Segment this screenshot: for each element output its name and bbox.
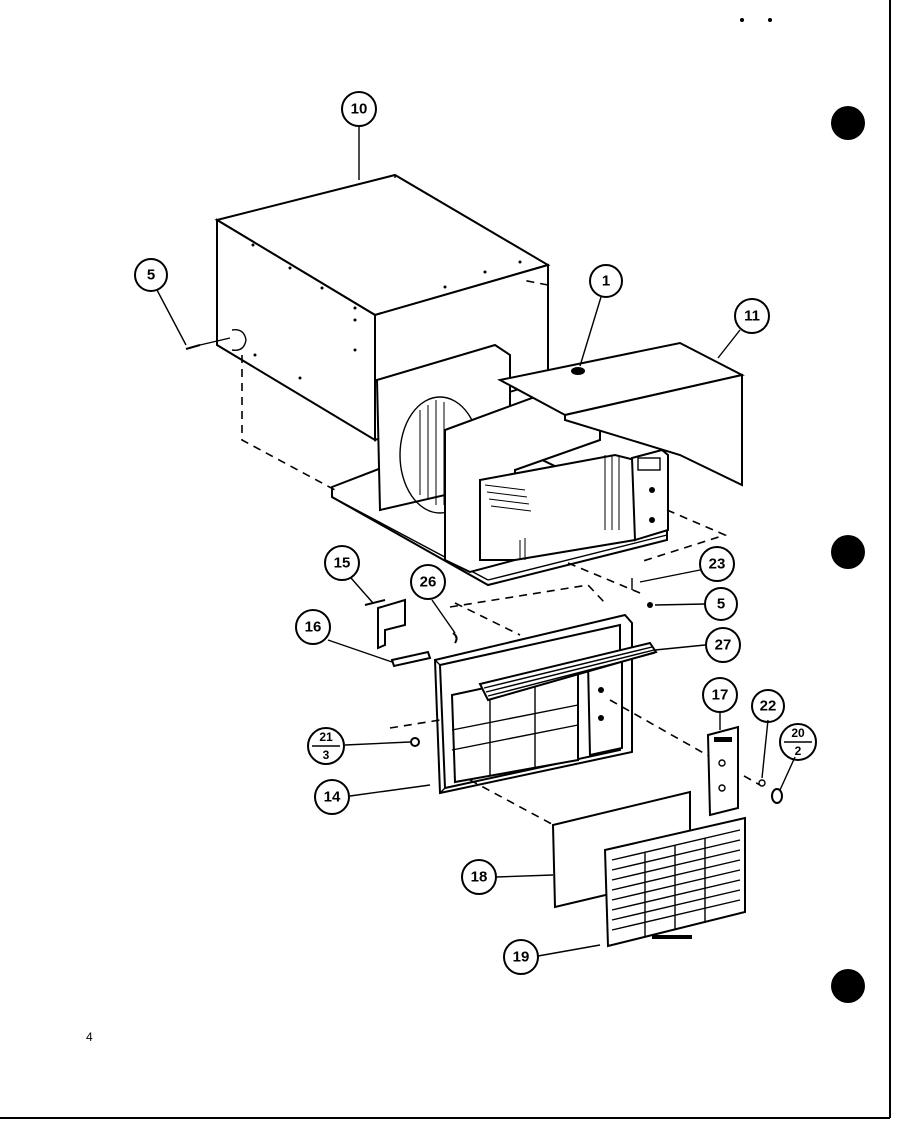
svg-text:19: 19 bbox=[513, 949, 530, 966]
svg-text:10: 10 bbox=[351, 101, 368, 118]
callout-27: 27 bbox=[705, 627, 741, 663]
cabinet-rivets bbox=[251, 243, 522, 380]
knob-20 bbox=[771, 788, 783, 804]
callout-18: 18 bbox=[461, 859, 497, 895]
assembly-guide bbox=[639, 509, 728, 563]
assembly-guide bbox=[389, 719, 441, 729]
svg-text:1: 1 bbox=[602, 273, 610, 290]
assembly-guide bbox=[567, 562, 641, 594]
screw-26 bbox=[452, 632, 458, 644]
callout-5: 5 bbox=[134, 258, 168, 292]
svg-text:17: 17 bbox=[712, 687, 729, 704]
svg-text:27: 27 bbox=[715, 637, 732, 654]
callout-17: 17 bbox=[702, 677, 738, 713]
svg-text:23: 23 bbox=[709, 556, 726, 573]
screw-21 bbox=[410, 737, 420, 747]
callout-14: 14 bbox=[314, 779, 350, 815]
knob-shaft-22 bbox=[758, 779, 766, 787]
assembly-guide bbox=[241, 355, 336, 491]
top-cover-panel bbox=[497, 341, 745, 487]
svg-text:2: 2 bbox=[795, 744, 802, 758]
svg-text:18: 18 bbox=[471, 869, 488, 886]
callout-21-3: 21 3 bbox=[307, 727, 345, 765]
svg-text:21: 21 bbox=[319, 730, 333, 744]
callout-10: 10 bbox=[341, 91, 377, 127]
callout-5-right: 5 bbox=[704, 587, 738, 621]
svg-text:14: 14 bbox=[324, 789, 341, 806]
part-1-clip bbox=[571, 367, 585, 375]
speck bbox=[740, 18, 744, 22]
callout-1: 1 bbox=[589, 264, 623, 298]
callout-15: 15 bbox=[324, 545, 360, 581]
svg-text:5: 5 bbox=[147, 267, 155, 284]
binder-hole-top bbox=[831, 106, 865, 140]
screw-5-left bbox=[185, 329, 247, 351]
callout-11: 11 bbox=[734, 298, 770, 334]
callout-16: 16 bbox=[295, 609, 331, 645]
assembly-guide bbox=[469, 779, 601, 851]
svg-text:3: 3 bbox=[323, 748, 330, 762]
screw-5-right bbox=[647, 602, 653, 608]
speck bbox=[768, 18, 772, 22]
callout-23: 23 bbox=[699, 546, 735, 582]
assembly-guide bbox=[521, 279, 549, 286]
callout-22: 22 bbox=[751, 689, 785, 723]
svg-text:5: 5 bbox=[717, 596, 725, 613]
assembly-guide bbox=[454, 602, 521, 636]
front-frame bbox=[433, 613, 633, 795]
svg-text:15: 15 bbox=[334, 555, 351, 572]
control-box bbox=[630, 448, 669, 542]
callout-26: 26 bbox=[410, 564, 446, 600]
top-louver-assembly bbox=[478, 641, 658, 702]
svg-text:22: 22 bbox=[760, 698, 777, 715]
front-grille-19 bbox=[603, 816, 746, 948]
rod-16 bbox=[390, 650, 432, 668]
page-number: 4 bbox=[86, 1030, 93, 1044]
callout-20-2: 20 2 bbox=[779, 723, 817, 761]
control-panel-plate-17 bbox=[706, 725, 739, 817]
svg-text:26: 26 bbox=[420, 574, 437, 591]
callout-19: 19 bbox=[503, 939, 539, 975]
leader-lines bbox=[156, 126, 796, 957]
svg-text:11: 11 bbox=[744, 308, 760, 325]
bracket-15 bbox=[364, 598, 406, 650]
svg-text:16: 16 bbox=[305, 619, 322, 636]
binder-hole-bottom bbox=[831, 969, 865, 1003]
assembly-guide bbox=[449, 584, 606, 608]
binder-hole-middle bbox=[831, 535, 865, 569]
svg-text:20: 20 bbox=[791, 726, 805, 740]
cabinet-outer-case bbox=[214, 173, 551, 442]
